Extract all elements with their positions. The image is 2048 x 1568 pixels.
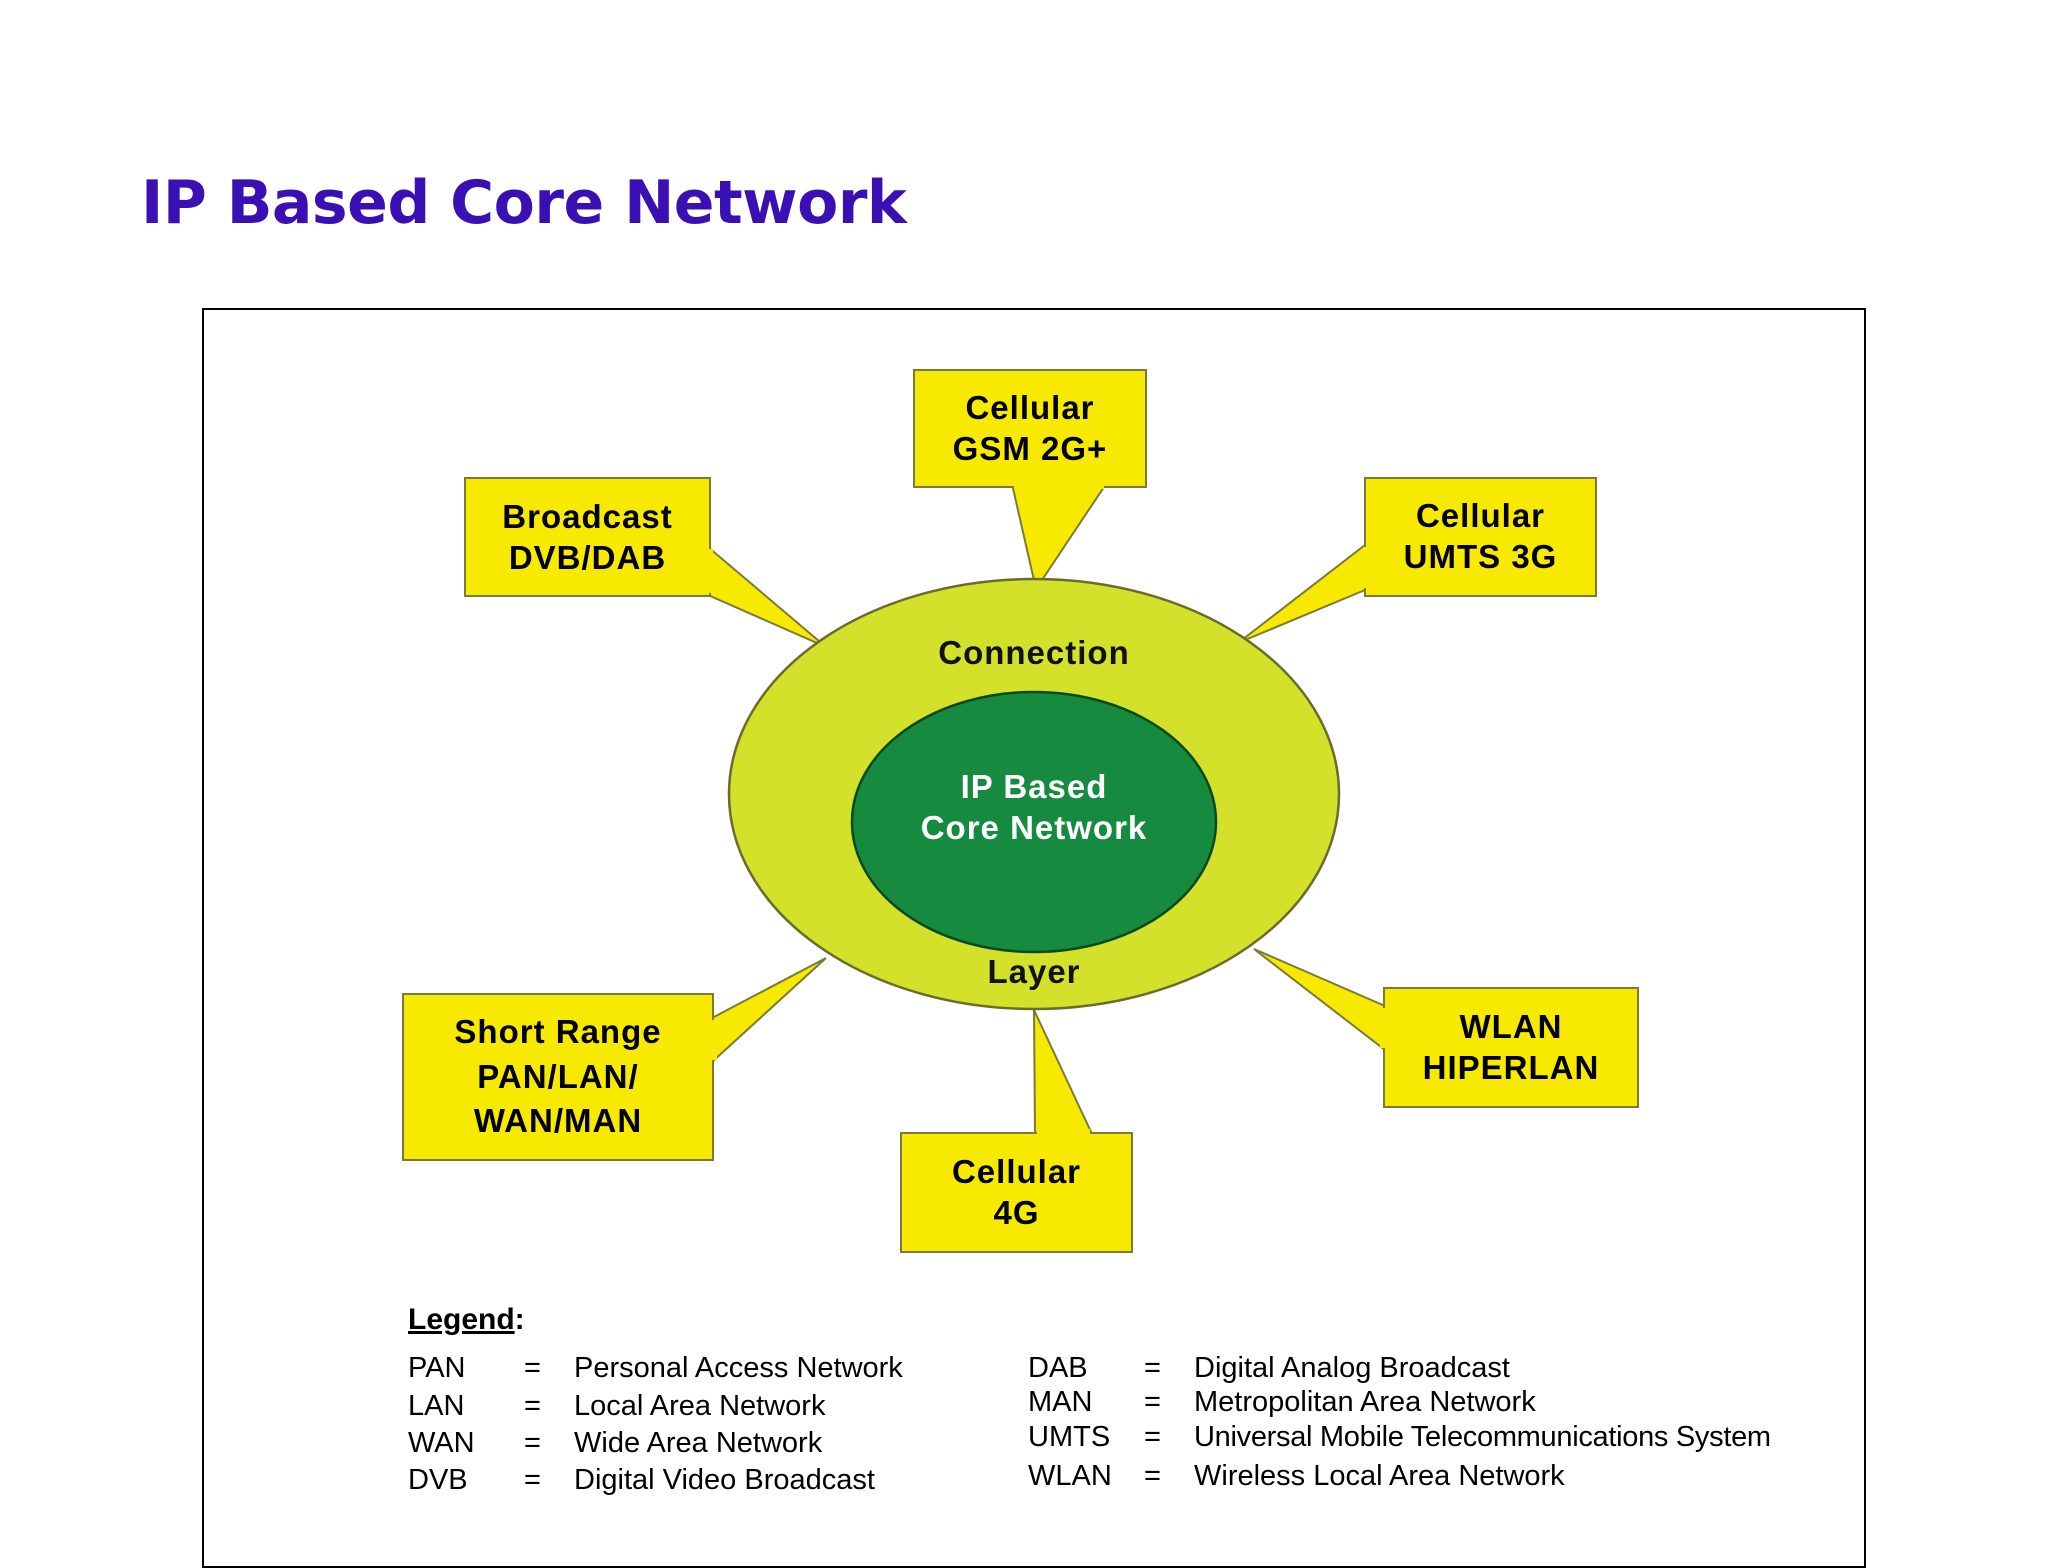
callout-line: Cellular	[965, 389, 1095, 426]
callout-line: PAN/LAN/	[477, 1057, 639, 1095]
legend-meaning: Digital Analog Broadcast	[1194, 1352, 1510, 1384]
legend-abbr: WLAN	[1028, 1460, 1112, 1492]
callout-cellular-4g: Cellular 4G	[901, 1151, 1132, 1234]
legend-eq: =	[524, 1352, 541, 1384]
ring-label-bottom: Layer	[987, 953, 1081, 990]
callout-cellular-gsm: Cellular GSM 2G+	[914, 387, 1146, 470]
legend-meaning: Wireless Local Area Network	[1194, 1460, 1565, 1492]
core-line: Core Network	[920, 809, 1148, 847]
legend-eq: =	[524, 1427, 541, 1459]
legend-abbr: LAN	[408, 1390, 465, 1422]
ring-label-top: Connection	[938, 634, 1130, 671]
box-cellular-gsm	[913, 369, 1147, 488]
pointer-wlan	[1253, 948, 1386, 1053]
legend-meaning: Metropolitan Area Network	[1194, 1386, 1536, 1418]
legend-abbr: DVB	[408, 1464, 468, 1496]
legend-title-text: Legend	[408, 1303, 515, 1336]
core-label: IP Based Core Network	[852, 766, 1216, 849]
legend-eq: =	[1144, 1352, 1161, 1384]
callout-line: WAN/MAN	[473, 1102, 643, 1140]
legend-eq: =	[1144, 1386, 1161, 1418]
legend-meaning: Personal Access Network	[574, 1352, 903, 1384]
ip-core	[850, 690, 1218, 954]
callout-short-range: Short Range PAN/LAN/ WAN/MAN	[403, 1010, 713, 1144]
callout-line: 4G	[993, 1194, 1040, 1232]
callout-line: Cellular	[1415, 497, 1546, 534]
callout-line: Short Range	[454, 1013, 662, 1050]
pointer-short-range	[711, 957, 827, 1065]
box-wlan	[1383, 987, 1639, 1108]
callout-wlan: WLAN HIPERLAN	[1384, 1006, 1638, 1089]
callout-line: Cellular	[951, 1153, 1082, 1190]
legend-meaning: Local Area Network	[574, 1390, 826, 1422]
callout-line: GSM 2G+	[952, 430, 1108, 468]
box-broadcast	[464, 477, 711, 597]
box-cellular-umts	[1364, 477, 1597, 597]
network-diagram	[402, 369, 1639, 1253]
legend-title-colon: :	[514, 1303, 525, 1336]
legend-meaning: Digital Video Broadcast	[574, 1464, 875, 1496]
legend-abbr: MAN	[1028, 1386, 1093, 1418]
callout-line: HIPERLAN	[1422, 1049, 1600, 1087]
callout-line: WLAN	[1459, 1008, 1563, 1045]
pointer-cellular-umts	[1237, 542, 1366, 644]
legend-meaning: Wide Area Network	[574, 1427, 823, 1459]
pointer-broadcast	[707, 544, 827, 648]
legend-abbr: WAN	[408, 1427, 475, 1459]
callout-line: UMTS 3G	[1403, 538, 1558, 576]
slide-title: IP Based Core Network	[141, 168, 907, 238]
callout-line: DVB/DAB	[508, 539, 667, 577]
legend-abbr: PAN	[408, 1352, 466, 1384]
pointer-cellular-gsm	[1010, 483, 1108, 592]
callout-broadcast: Broadcast DVB/DAB	[465, 496, 710, 579]
legend-abbr: DAB	[1028, 1352, 1088, 1384]
callout-boxes	[402, 369, 1639, 1253]
callout-line: Broadcast	[502, 498, 673, 535]
legend-title: Legend:	[408, 1303, 525, 1337]
legend-eq: =	[524, 1464, 541, 1496]
legend-meaning: Universal Mobile Telecommunications Syst…	[1194, 1421, 1771, 1453]
core-line: IP Based	[960, 768, 1108, 805]
legend-eq: =	[1144, 1421, 1161, 1453]
box-short-range	[402, 993, 714, 1161]
legend-eq: =	[524, 1390, 541, 1422]
legend-eq: =	[1144, 1460, 1161, 1492]
pointer-cellular-4g	[1033, 1009, 1094, 1135]
box-cellular-4g	[900, 1132, 1133, 1253]
legend-abbr: UMTS	[1028, 1421, 1111, 1453]
callout-cellular-umts: Cellular UMTS 3G	[1365, 495, 1596, 578]
